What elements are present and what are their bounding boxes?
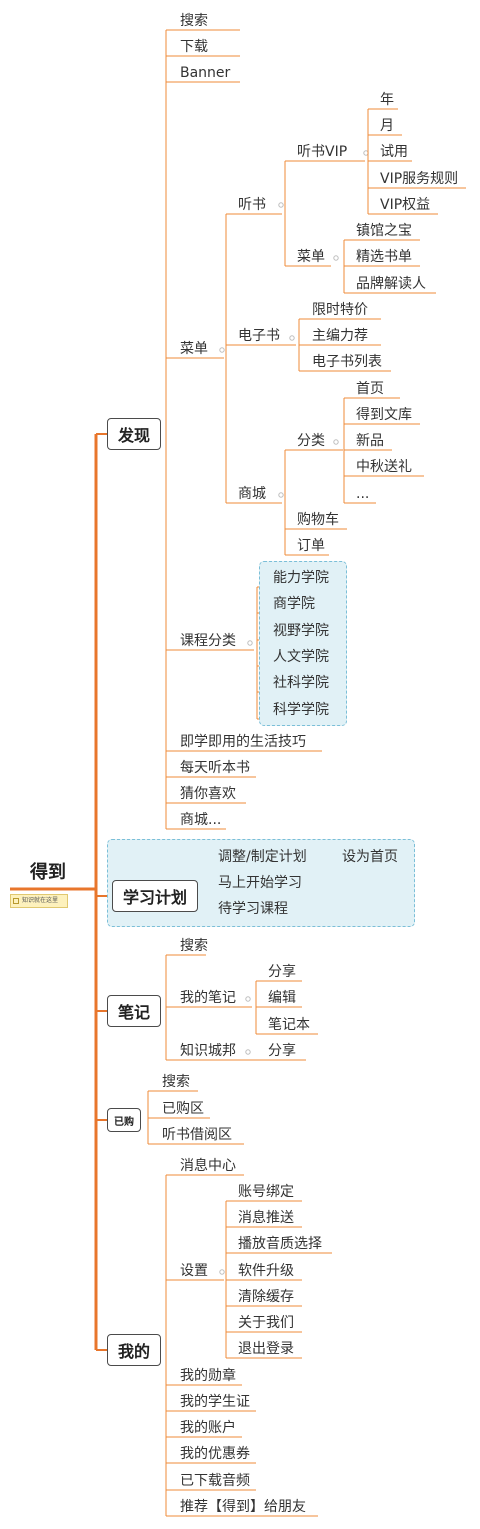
- node-zhanghu[interactable]: 我的账户: [180, 1420, 236, 1436]
- node-ruanjian[interactable]: 软件升级: [238, 1263, 294, 1279]
- node-shouye[interactable]: 首页: [356, 381, 384, 397]
- node-daixue[interactable]: 待学习课程: [218, 901, 288, 917]
- topic-wode[interactable]: 我的: [107, 1334, 161, 1366]
- node-set-home[interactable]: 设为首页: [342, 849, 398, 865]
- node-search[interactable]: 搜索: [180, 13, 208, 29]
- node-tuichu[interactable]: 退出登录: [238, 1341, 294, 1357]
- node-jixue[interactable]: 即学即用的生活技巧: [180, 734, 306, 750]
- root-note-text: 知识就在这里: [22, 897, 59, 904]
- node-fenlei[interactable]: 分类: [297, 433, 325, 449]
- node-banner[interactable]: Banner: [180, 65, 231, 81]
- node-wodebiji[interactable]: 我的笔记: [180, 990, 236, 1006]
- node-xinpin[interactable]: 新品: [356, 433, 384, 449]
- note-icon: [13, 898, 19, 904]
- node-gouwuche[interactable]: 购物车: [297, 512, 339, 528]
- node-download[interactable]: 下载: [180, 39, 208, 55]
- topic-biji[interactable]: 笔记: [107, 995, 161, 1027]
- root-note-sticker[interactable]: 知识就在这里: [10, 894, 68, 908]
- node-bj-search[interactable]: 搜索: [180, 938, 208, 954]
- root-topic[interactable]: 得到: [30, 862, 66, 883]
- node-tuisong[interactable]: 消息推送: [238, 1210, 294, 1226]
- node-mashang[interactable]: 马上开始学习: [218, 875, 302, 891]
- node-youhui[interactable]: 我的优惠券: [180, 1446, 250, 1462]
- node-fenxiang1[interactable]: 分享: [268, 964, 296, 980]
- node-xueshengzheng[interactable]: 我的学生证: [180, 1394, 250, 1410]
- node-tiaozheng[interactable]: 调整/制定计划: [218, 849, 307, 865]
- node-tingshu-vip[interactable]: 听书VIP: [297, 144, 348, 160]
- node-ts-caidan[interactable]: 菜单: [297, 249, 325, 265]
- topic-xuexi-plan[interactable]: 学习计划: [112, 880, 198, 912]
- node-vip-rights[interactable]: VIP权益: [380, 197, 431, 213]
- node-kecheng[interactable]: 课程分类: [180, 633, 236, 649]
- node-zhubian[interactable]: 主编力荐: [312, 328, 368, 344]
- node-bianji[interactable]: 编辑: [268, 990, 296, 1006]
- node-more[interactable]: ...: [356, 486, 370, 502]
- node-tuijian[interactable]: 推荐【得到】给朋友: [180, 1499, 306, 1515]
- node-shiyong[interactable]: 试用: [380, 144, 408, 160]
- node-nian[interactable]: 年: [380, 92, 394, 108]
- node-wenku[interactable]: 得到文库: [356, 407, 412, 423]
- node-yg-search[interactable]: 搜索: [162, 1074, 190, 1090]
- node-xunzhang[interactable]: 我的勋章: [180, 1368, 236, 1384]
- node-shangcheng[interactable]: 商城: [238, 486, 266, 502]
- topic-yigou[interactable]: 已购: [107, 1108, 141, 1132]
- node-pinpai[interactable]: 品牌解读人: [356, 276, 426, 292]
- node-bijiben[interactable]: 笔记本: [268, 1017, 310, 1033]
- node-xianshi[interactable]: 限时特价: [312, 302, 368, 318]
- node-zhenguan[interactable]: 镇馆之宝: [356, 223, 412, 239]
- node-zhishi[interactable]: 知识城邦: [180, 1043, 236, 1059]
- node-yue[interactable]: 月: [380, 118, 394, 134]
- node-yinzhi[interactable]: 播放音质选择: [238, 1236, 322, 1252]
- node-shangxue[interactable]: 商学院: [273, 596, 315, 612]
- node-nengli[interactable]: 能力学院: [273, 570, 329, 586]
- node-fenxiang2[interactable]: 分享: [268, 1043, 296, 1059]
- node-zhanghao[interactable]: 账号绑定: [238, 1184, 294, 1200]
- node-shiye[interactable]: 视野学院: [273, 623, 329, 639]
- node-tingshu[interactable]: 听书: [238, 197, 266, 213]
- node-kexue[interactable]: 科学学院: [273, 702, 329, 718]
- node-xiaoxi[interactable]: 消息中心: [180, 1158, 236, 1174]
- node-meitian[interactable]: 每天听本书: [180, 760, 250, 776]
- course-category-highlight: [259, 561, 347, 726]
- node-sheke[interactable]: 社科学院: [273, 675, 329, 691]
- node-scdots[interactable]: 商城...: [180, 812, 222, 828]
- node-renwen[interactable]: 人文学院: [273, 649, 329, 665]
- node-vip-rules[interactable]: VIP服务规则: [380, 171, 459, 187]
- node-jingxuan[interactable]: 精选书单: [356, 249, 412, 265]
- node-shezhi[interactable]: 设置: [180, 1263, 208, 1279]
- node-dianzishu[interactable]: 电子书: [238, 328, 280, 344]
- node-dingdan[interactable]: 订单: [297, 538, 325, 554]
- node-cainixi[interactable]: 猜你喜欢: [180, 786, 236, 802]
- topic-faxian[interactable]: 发现: [107, 418, 161, 450]
- node-zhongqiu[interactable]: 中秋送礼: [356, 459, 412, 475]
- node-huancun[interactable]: 清除缓存: [238, 1289, 294, 1305]
- node-dzs-list[interactable]: 电子书列表: [312, 354, 382, 370]
- node-yixiazai[interactable]: 已下载音频: [180, 1473, 250, 1489]
- node-caidan[interactable]: 菜单: [180, 341, 208, 357]
- node-jieyue[interactable]: 听书借阅区: [162, 1127, 232, 1143]
- node-guanyu[interactable]: 关于我们: [238, 1315, 294, 1331]
- node-yigouqu[interactable]: 已购区: [162, 1101, 204, 1117]
